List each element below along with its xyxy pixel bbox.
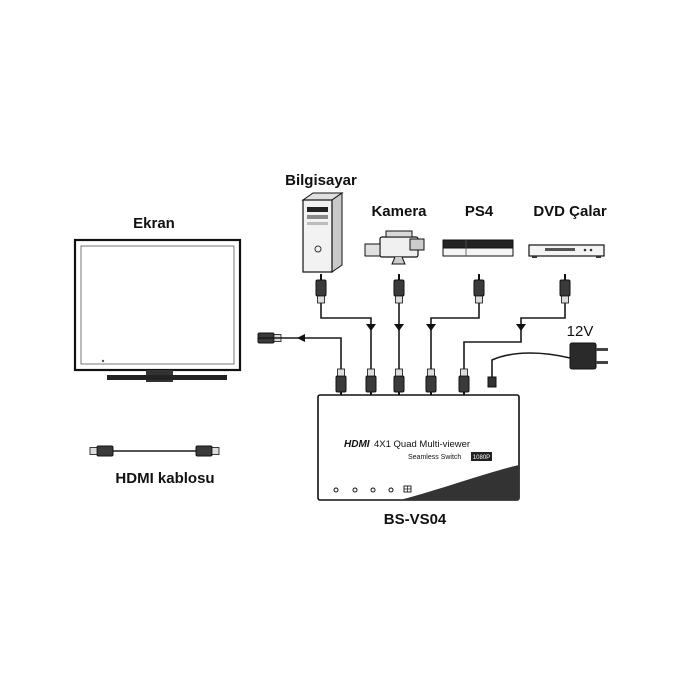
switch-port-plugs <box>335 368 470 399</box>
ps4-label: PS4 <box>465 203 494 220</box>
hdmi-cable-icon <box>89 445 220 457</box>
computer-icon <box>301 192 344 273</box>
device-badge: 1080P <box>473 455 490 461</box>
monitor-label: Ekran <box>133 215 175 232</box>
device-subtitle: Seamless Switch <box>408 454 461 461</box>
dvd-player-label: DVD Çalar <box>533 203 607 220</box>
input-cables <box>370 330 522 370</box>
output-cable <box>257 332 342 385</box>
power-label: 12V <box>567 323 594 340</box>
source-cables <box>315 273 571 331</box>
multiviewer-device: HDMI 4X1 Quad Multi-viewer Seamless Swit… <box>317 394 520 501</box>
computer-label: Bilgisayar <box>285 172 357 189</box>
dvd-player-icon <box>528 244 605 258</box>
hdmi-cable-label: HDMI kablosu <box>115 470 214 487</box>
device-buttons <box>333 485 412 493</box>
ps4-icon <box>442 239 514 257</box>
device-title: 4X1 Quad Multi-viewer <box>374 439 470 450</box>
device-brand: HDMI <box>344 439 370 450</box>
monitor-icon <box>73 238 242 382</box>
camera-label: Kamera <box>371 203 427 220</box>
model-label: BS-VS04 <box>384 511 447 528</box>
power-adapter-icon <box>487 342 608 388</box>
camera-icon <box>364 230 425 265</box>
